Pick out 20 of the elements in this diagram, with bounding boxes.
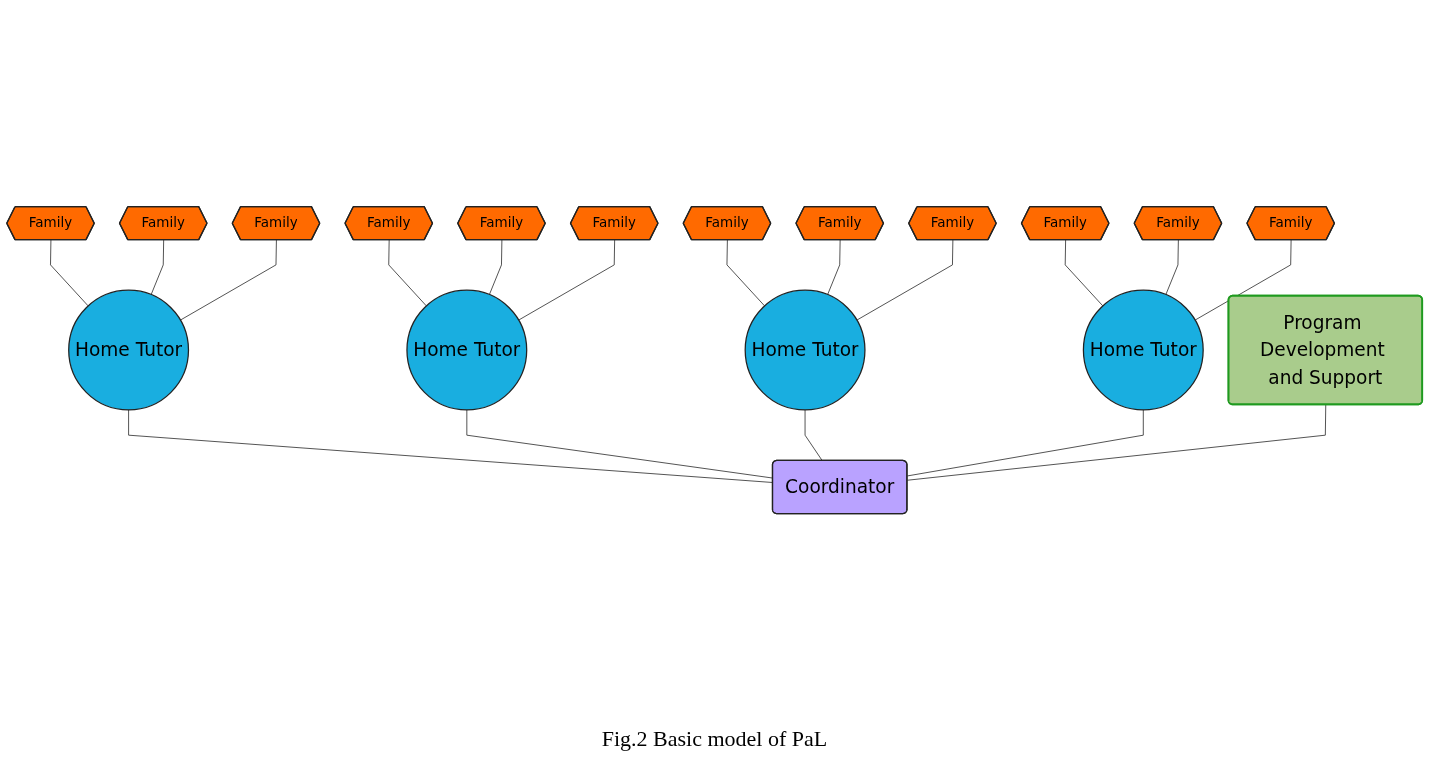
node-circle: Home Tutor — [68, 289, 190, 411]
connector — [906, 404, 1327, 481]
connector — [150, 239, 165, 295]
connector — [518, 239, 616, 321]
node-circle: Home Tutor — [1082, 289, 1204, 411]
node-circle: Home Tutor — [406, 289, 528, 411]
connector — [388, 239, 427, 307]
figure-caption: Fig.2 Basic model of PaL — [601, 726, 828, 752]
connector — [50, 239, 89, 307]
connector — [1194, 239, 1292, 321]
node-circle: Home Tutor — [744, 289, 866, 411]
connector — [827, 239, 841, 295]
connector — [906, 409, 1144, 477]
connector — [180, 239, 277, 321]
connector — [726, 239, 765, 307]
connector — [1064, 239, 1104, 307]
connector — [804, 409, 823, 462]
connector — [1165, 239, 1179, 295]
connector — [488, 239, 503, 295]
connector — [856, 239, 954, 321]
